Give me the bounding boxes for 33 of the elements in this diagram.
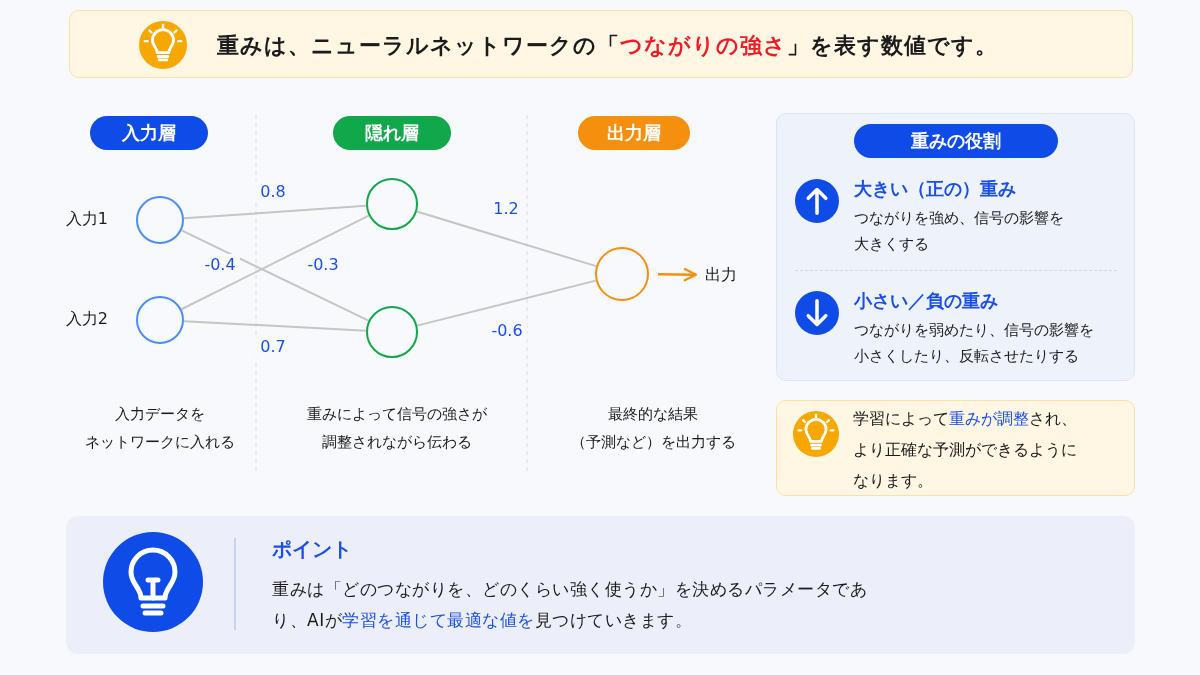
layer-description: 重みによって信号の強さが調整されながら伝わる <box>306 404 488 453</box>
point-box <box>66 516 1135 654</box>
connection-line <box>182 320 368 332</box>
heading-pill: 重みの役割 <box>854 124 1058 158</box>
neuron-circle <box>366 306 418 358</box>
title: 重みは、ニューラルネットワークの「つながりの強さ」を表す数値です。 <box>217 32 998 60</box>
layer-pill: 隠れ層 <box>333 116 451 150</box>
connection-line <box>415 210 598 268</box>
point-heading: ポイント <box>272 536 352 563</box>
neuron-circle <box>136 296 184 344</box>
output-label: 出力 <box>705 263 737 287</box>
item-description: つながりを弱めたり、信号の影響を小さくしたり、反転させたりする <box>854 321 1094 366</box>
connection-line <box>180 214 370 311</box>
point-text: 重みは「どのつながりを、どのくらい強く使うか」を決めるパラメータであり、AIが学習を通じて最適な値を見つけていきます。 <box>272 578 868 632</box>
neuron-circle <box>136 196 184 244</box>
neuron-label: 入力2 <box>64 309 108 330</box>
item-heading: 小さい／負の重み <box>854 289 998 313</box>
tip-text: 学習によって重みが調整され、より正確な予測ができるようになります。 <box>853 408 1078 492</box>
layer-pill: 出力層 <box>578 116 690 150</box>
connection-line <box>416 279 597 327</box>
item-heading: 大きい（正の）重み <box>854 177 1016 201</box>
connection-line <box>182 204 368 220</box>
neuron-label: 入力1 <box>64 209 108 230</box>
layer-description: 最終的な結果（予測など）を出力する <box>569 404 737 453</box>
layer-description: 入力データをネットワークに入れる <box>84 404 236 453</box>
arrow <box>658 267 698 282</box>
neuron-circle <box>366 178 418 230</box>
layer-pill: 入力層 <box>90 116 208 150</box>
connection-line <box>180 229 370 322</box>
role-panel <box>776 113 1135 381</box>
tip-box <box>776 400 1135 496</box>
item-description: つながりを強め、信号の影響を大きくする <box>854 209 1064 254</box>
neuron-circle <box>595 247 649 301</box>
